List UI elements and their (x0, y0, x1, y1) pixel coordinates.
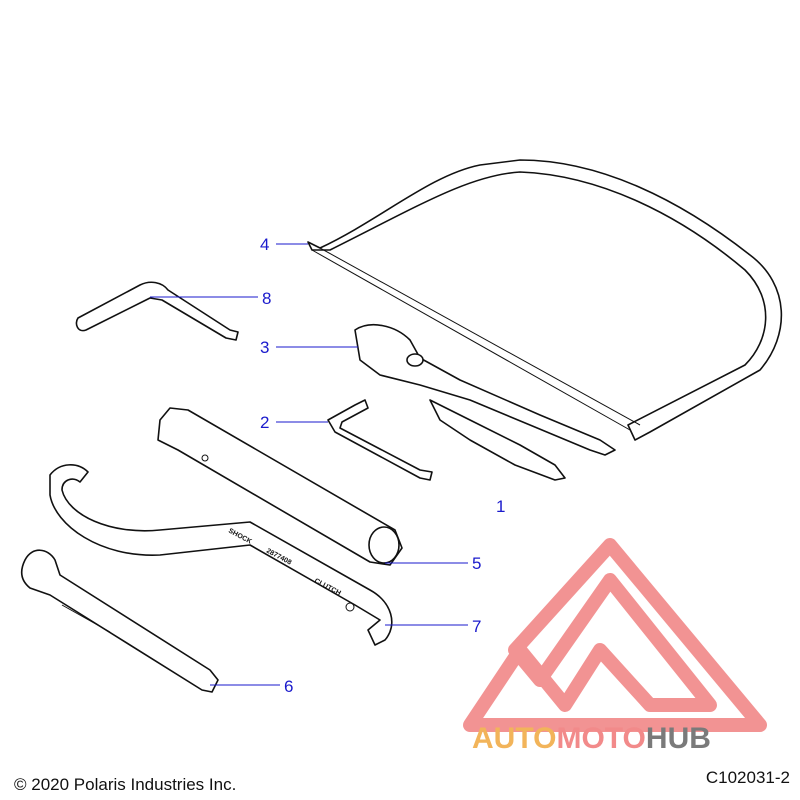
hex-key-small-shape (327, 399, 433, 481)
pliers-pivot (406, 353, 424, 367)
callout-3: 3 (260, 338, 269, 357)
tool-bag-fold (319, 247, 641, 426)
leader-lines (150, 243, 468, 686)
tube-wrench-end (368, 526, 400, 564)
watermark-text-moto: MOTO (556, 722, 645, 755)
tube-wrench (157, 407, 403, 566)
watermark-text-hub: HUB (646, 722, 711, 755)
callout-2: 2 (260, 413, 269, 432)
watermark-logo (463, 538, 767, 732)
pliers-lower-handle (429, 399, 566, 481)
driver-handle-slot (61, 604, 111, 633)
tool-bag-edge (311, 249, 631, 431)
hex-key-small (327, 399, 433, 481)
callout-4: 4 (260, 235, 269, 254)
tube-wrench-hole (201, 454, 209, 462)
callout-1: 1 (496, 497, 505, 516)
driver-handle-shape (20, 549, 219, 693)
hex-key-large (75, 281, 239, 341)
watermark-text: AUTOMOTOHUB (472, 722, 711, 755)
pliers (354, 324, 616, 481)
tool-bag-outline (307, 159, 783, 441)
spanner-wrench-hole (345, 602, 355, 612)
watermark-logo-shape (463, 538, 767, 732)
figure-code: C102031-2 (706, 768, 790, 787)
callout-6: 6 (284, 677, 293, 696)
callout-7: 7 (472, 617, 481, 636)
spanner-wrench-shape (49, 464, 393, 646)
callouts: 1 2 3 4 5 6 7 8 (260, 235, 505, 696)
hex-key-large-shape (75, 281, 239, 341)
watermark-text-auto: AUTO (472, 722, 556, 755)
copyright-text: © 2020 Polaris Industries Inc. (14, 775, 236, 794)
tool-bag (307, 159, 783, 441)
callout-8: 8 (262, 289, 271, 308)
driver-handle (20, 549, 219, 693)
callout-5: 5 (472, 554, 481, 573)
